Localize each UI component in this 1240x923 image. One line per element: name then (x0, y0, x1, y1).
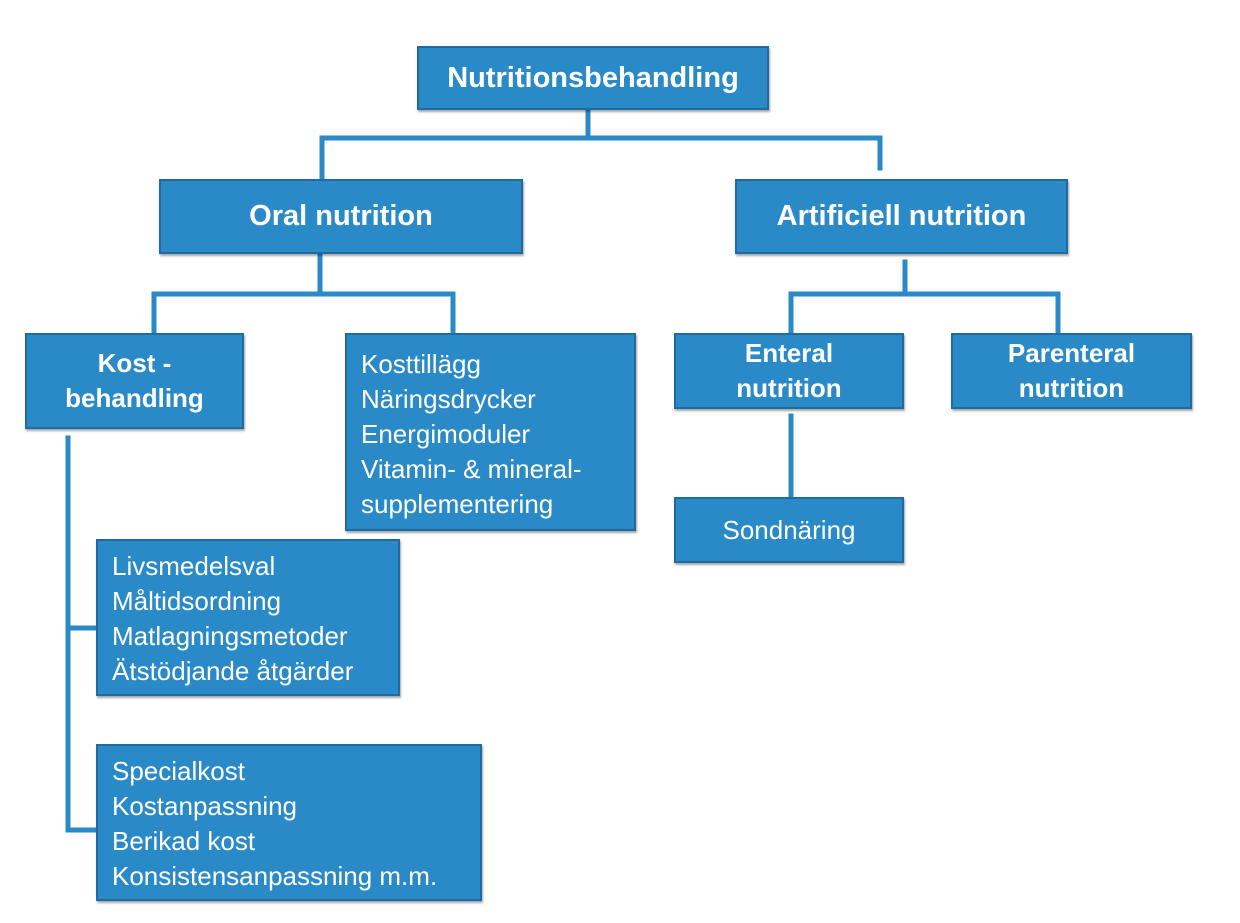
list-item: Energimoduler (361, 419, 531, 449)
enteral-nutrition-line2: nutrition (736, 373, 842, 403)
parenteral-nutrition-line2: nutrition (1018, 373, 1125, 403)
list-item: Kostanpassning (112, 791, 298, 821)
parenteral-nutrition-line1: Parenteral (1007, 338, 1136, 368)
connector-root-to-level1 (319, 107, 883, 181)
sondnaring-box: Sondnäring (674, 497, 904, 563)
oral-nutrition-box: Oral nutrition (159, 179, 523, 254)
root-node-box: Nutritionsbehandling (417, 46, 769, 110)
list-item: Kosttillägg (361, 349, 481, 379)
list-item: Vitamin- & mineral- (361, 454, 582, 484)
connector-artificial-to-children (788, 259, 1061, 337)
list-item: Berikad kost (112, 826, 256, 856)
kost-behandling-line2: behandling (65, 383, 204, 413)
list-item: supplementering (361, 489, 554, 519)
list-item: Specialkost (112, 756, 245, 786)
artificial-nutrition-label: Artificiell nutrition (776, 200, 1027, 232)
artificial-nutrition-box: Artificiell nutrition (735, 179, 1068, 254)
root-node-label: Nutritionsbehandling (447, 61, 739, 94)
supplements-list-box: Kosttillägg Näringsdrycker Energimoduler… (345, 333, 636, 531)
enteral-nutrition-line1: Enteral (744, 338, 834, 368)
sondnaring-label: Sondnäring (722, 514, 856, 545)
list-item: Livsmedelsval (112, 551, 276, 581)
list-item: Ätstödjande åtgärder (112, 656, 354, 686)
kost-behandling-line1: Kost - (97, 348, 172, 378)
kost-behandling-box: Kost - behandling (25, 333, 244, 429)
list-item: Matlagningsmetoder (112, 621, 348, 651)
list-item: Näringsdrycker (361, 384, 536, 414)
oral-nutrition-label: Oral nutrition (249, 200, 433, 232)
enteral-nutrition-box: Enteral nutrition (674, 333, 904, 409)
connector-oral-to-children (151, 251, 456, 337)
parenteral-nutrition-box: Parenteral nutrition (951, 333, 1192, 409)
special-diets-list-box: Specialkost Kostanpassning Berikad kost … (96, 744, 482, 901)
food-choices-list-box: Livsmedelsval Måltidsordning Matlagnings… (96, 539, 400, 696)
list-item: Måltidsordning (112, 586, 282, 616)
connector-kost-to-lists (65, 435, 99, 833)
list-item: Konsistensanpassning m.m. (112, 861, 438, 891)
